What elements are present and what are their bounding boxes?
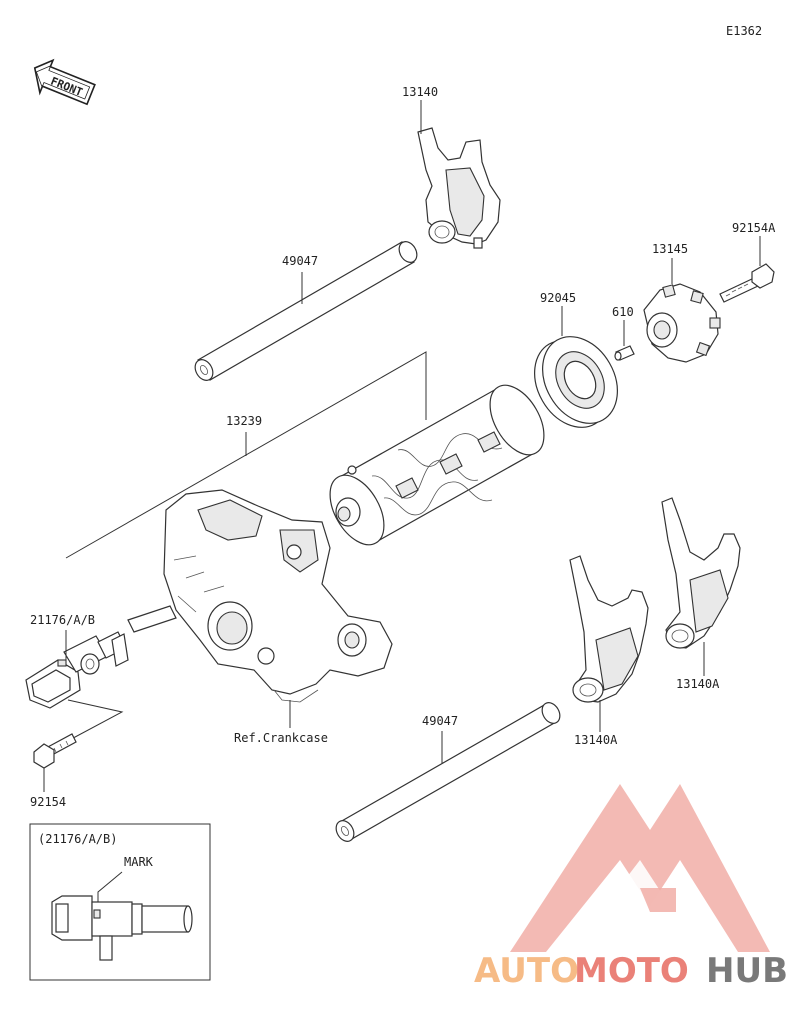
watermark-auto: AUTO xyxy=(474,951,579,991)
label-13239: 13239 xyxy=(226,414,262,428)
shift-rod-top xyxy=(194,241,418,381)
watermark-logo: AUTO MOTO HUB xyxy=(474,784,788,991)
crankcase-ref xyxy=(127,489,393,703)
label-92045: 92045 xyxy=(540,291,576,305)
shift-fork-13140a-right xyxy=(661,497,741,649)
shift-drum-13239 xyxy=(329,384,545,546)
label-610: 610 xyxy=(612,305,634,319)
sensor-21176 xyxy=(25,631,129,709)
inset-title: (21176/A/B) xyxy=(38,832,117,846)
shift-fork-13140a-mid xyxy=(569,555,649,703)
label-49047-bottom: 49047 xyxy=(422,714,458,728)
label-13145: 13145 xyxy=(652,242,688,256)
label-21176: 21176/A/B xyxy=(30,613,95,627)
inset-mark-label: MARK xyxy=(124,855,154,869)
label-13140-top: 13140 xyxy=(402,85,438,99)
shift-fork-13140 xyxy=(417,127,501,249)
cam-plate-13145 xyxy=(643,283,721,363)
shift-rod-bottom xyxy=(335,702,561,842)
watermark-moto: MOTO xyxy=(574,951,689,991)
bolt-92154 xyxy=(33,733,77,769)
bearing-92045 xyxy=(534,336,618,428)
pin-610 xyxy=(614,345,635,361)
label-13140a-mid: 13140A xyxy=(574,733,618,747)
front-arrow-icon: FRONT xyxy=(33,58,96,106)
diagram-code: E1362 xyxy=(726,24,762,38)
watermark-hub: HUB xyxy=(706,951,788,991)
label-92154: 92154 xyxy=(30,795,66,809)
label-92154a: 92154A xyxy=(732,221,776,235)
label-13140a-right: 13140A xyxy=(676,677,720,691)
bolt-92154a xyxy=(719,263,775,303)
label-49047-top: 49047 xyxy=(282,254,318,268)
label-ref-crankcase: Ref.Crankcase xyxy=(234,731,328,745)
sensor-detail-inset: (21176/A/B) MARK xyxy=(29,823,211,981)
